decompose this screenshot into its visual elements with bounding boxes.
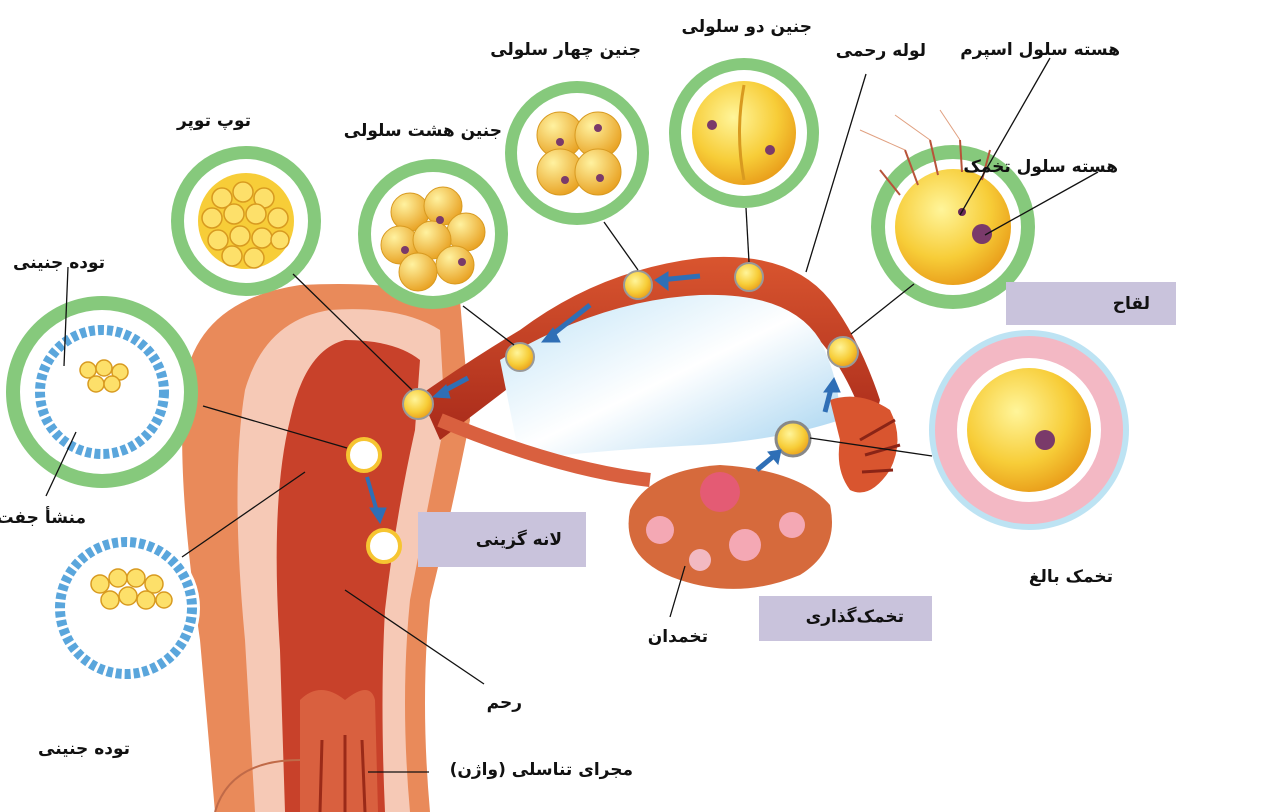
fallopian-tube <box>420 257 900 493</box>
label-implantation: لانه گزینی <box>476 530 562 550</box>
label-placenta-origin: منشأ جفت <box>0 508 86 528</box>
label-mature-egg: تخمک بالغ <box>1029 567 1113 587</box>
label-two-cell: جنین دو سلولی <box>682 17 812 37</box>
label-fertilization: لقاح <box>1113 294 1150 314</box>
fertilization-egg <box>860 110 1035 309</box>
label-uterine-tube: لوله رحمی <box>836 41 926 61</box>
label-ovary: تخمدان <box>648 627 708 647</box>
label-embryo-mass-bottom: توده جنینی <box>38 739 130 759</box>
label-morula: توپ توپر <box>177 111 251 131</box>
label-ovulation: تخمک‌گذاری <box>806 607 904 627</box>
fertilization-box <box>1006 282 1176 325</box>
embryo-mass-top <box>6 296 198 488</box>
eight-cell-embryo <box>358 159 508 309</box>
label-egg-nucleus: هسته سلول تخمک <box>963 157 1118 177</box>
four-cell-embryo <box>505 81 649 225</box>
label-uterus: رحم <box>487 693 522 713</box>
label-four-cell: جنین چهار سلولی <box>490 40 641 60</box>
two-cell-embryo <box>669 58 819 208</box>
label-vagina: مجرای تناسلی (واژن) <box>450 760 633 780</box>
label-eight-cell: جنین هشت سلولی <box>344 121 502 141</box>
label-sperm-nucleus: هسته سلول اسپرم <box>960 40 1120 60</box>
morula-ball <box>171 146 321 296</box>
mature-egg <box>929 330 1129 530</box>
label-embryo-mass-top: توده جنینی <box>13 253 105 273</box>
embryo-mass-bottom <box>52 534 200 682</box>
